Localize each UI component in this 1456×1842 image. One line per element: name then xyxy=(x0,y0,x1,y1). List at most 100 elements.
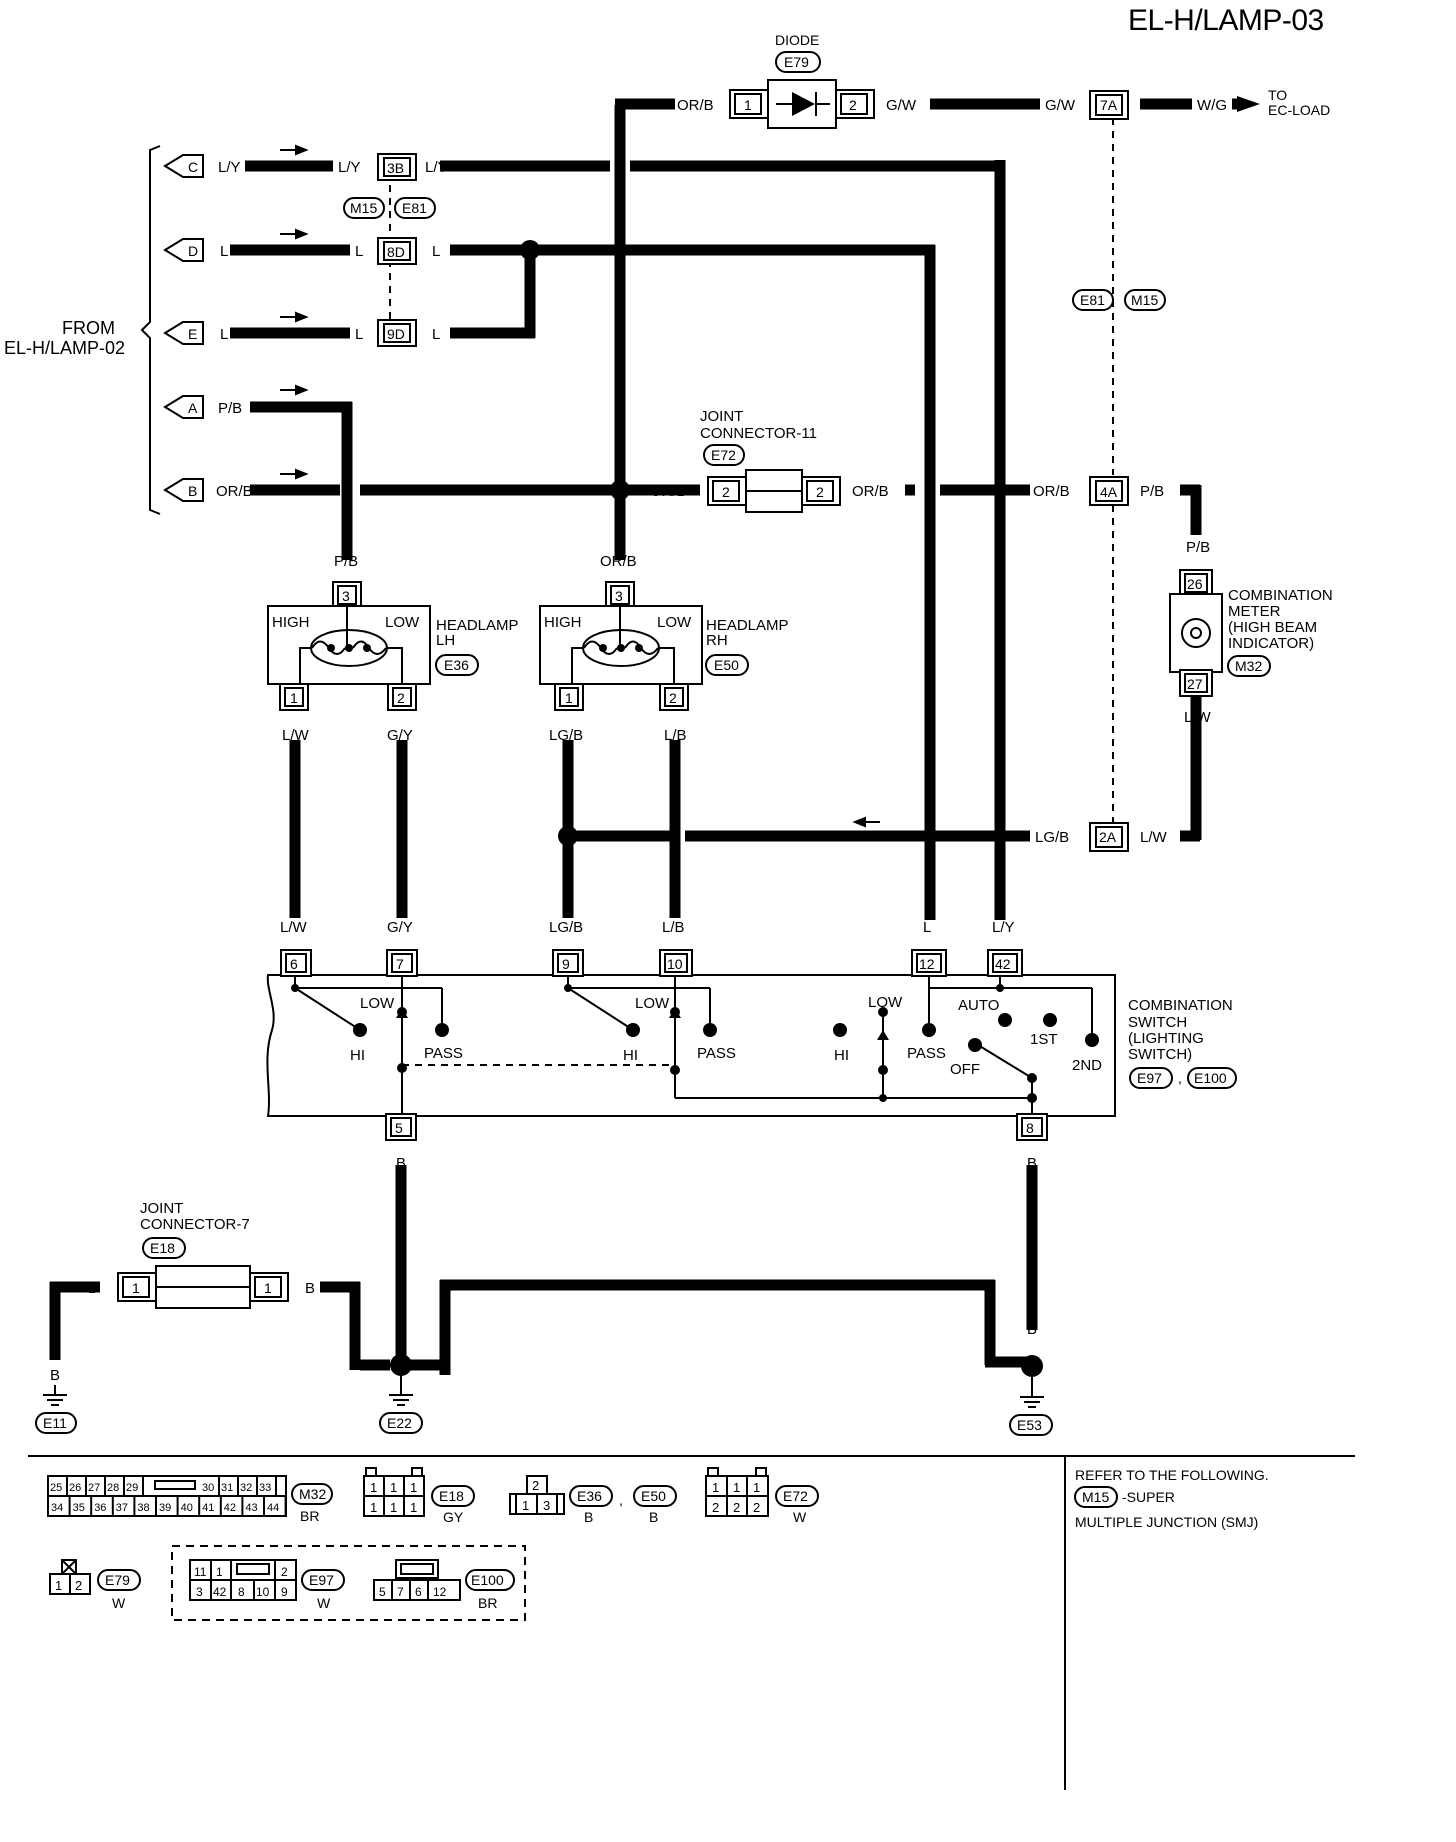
svg-text:G/Y: G/Y xyxy=(387,727,413,744)
smj-tags: M15 E81 xyxy=(343,197,436,219)
svg-text:B: B xyxy=(50,1367,60,1384)
svg-text:L/W: L/W xyxy=(280,919,308,936)
svg-text:L/Y: L/Y xyxy=(425,159,448,176)
smj-tags-right: E81 M15 xyxy=(1072,289,1166,311)
svg-text:L/Y: L/Y xyxy=(992,919,1015,936)
svg-text:2A: 2A xyxy=(1099,829,1117,845)
svg-text:2: 2 xyxy=(753,1500,760,1515)
m32-pin-label: 37 xyxy=(116,1502,128,1514)
to-load-arrow-icon xyxy=(1237,96,1260,112)
connector-8d: 8D L L xyxy=(355,237,440,265)
svg-text:JOINT: JOINT xyxy=(700,408,743,425)
svg-text:PASS: PASS xyxy=(697,1045,736,1062)
input-d-wire-label: L xyxy=(220,243,228,260)
svg-text:2: 2 xyxy=(712,1500,719,1515)
svg-text:9: 9 xyxy=(562,956,570,972)
svg-text:(LIGHTING: (LIGHTING xyxy=(1128,1030,1204,1047)
m32-pin-label: 38 xyxy=(137,1502,149,1514)
ground-e11: E11 xyxy=(35,1385,77,1434)
svg-text:AUTO: AUTO xyxy=(958,997,999,1014)
svg-text:E72: E72 xyxy=(711,447,736,463)
svg-text:1: 1 xyxy=(55,1578,62,1593)
svg-text:HI: HI xyxy=(834,1047,849,1064)
svg-text:E97: E97 xyxy=(1137,1070,1162,1086)
svg-text:1: 1 xyxy=(744,97,752,113)
svg-text:METER: METER xyxy=(1228,603,1281,620)
connector-7a: G/W 7A W/G TO EC-LOAD xyxy=(1045,87,1330,120)
svg-text:L: L xyxy=(432,243,440,260)
input-d: D L xyxy=(163,238,228,262)
svg-text:LOW: LOW xyxy=(868,994,903,1011)
svg-text:LG/B: LG/B xyxy=(1035,829,1069,846)
svg-text:PASS: PASS xyxy=(907,1045,946,1062)
joint-connector-11: JOINT CONNECTOR-11 E72 OR/B 2 2 OR/B xyxy=(650,408,889,513)
connector-2a: LG/B 2A L/W xyxy=(1035,822,1168,852)
input-a-arrow-icon xyxy=(163,395,204,419)
joint-connector-7: JOINT CONNECTOR-7 E18 B 1 1 B xyxy=(88,1200,315,1309)
svg-text:OR/B: OR/B xyxy=(852,483,889,500)
svg-text:W: W xyxy=(793,1509,807,1525)
svg-text:1: 1 xyxy=(753,1480,760,1495)
svg-text:3: 3 xyxy=(342,588,350,604)
svg-text:E100: E100 xyxy=(471,1572,504,1588)
svg-text:1: 1 xyxy=(370,1500,377,1515)
svg-text:B: B xyxy=(440,1321,450,1338)
legend-e79: 1 2 E79 W xyxy=(49,1559,141,1611)
legend-refer-note: REFER TO THE FOLLOWING. M15 -SUPER MULTI… xyxy=(1074,1467,1269,1530)
svg-text:11: 11 xyxy=(194,1565,207,1579)
svg-text:8: 8 xyxy=(1026,1120,1034,1136)
m32-pin-label: 29 xyxy=(126,1482,138,1494)
svg-text:W: W xyxy=(112,1595,126,1611)
svg-text:B: B xyxy=(88,1280,98,1297)
ground-e53: E53 xyxy=(1009,1377,1053,1436)
svg-text:COMBINATION: COMBINATION xyxy=(1228,587,1333,604)
svg-text:,: , xyxy=(619,1492,623,1508)
svg-text:,: , xyxy=(1178,1070,1182,1086)
combination-switch: L/W G/Y LG/B L/B L L/Y 6 7 9 10 12 42 xyxy=(266,919,1237,1172)
svg-text:E97: E97 xyxy=(309,1572,334,1588)
svg-text:L: L xyxy=(923,919,931,936)
svg-text:12: 12 xyxy=(919,956,935,972)
svg-text:27: 27 xyxy=(1187,676,1203,692)
ground-e22: E22 xyxy=(379,1376,423,1434)
input-e-letter: E xyxy=(188,326,197,342)
svg-text:26: 26 xyxy=(1187,576,1203,592)
svg-text:2: 2 xyxy=(397,690,405,706)
from-bracket xyxy=(140,145,161,515)
svg-text:5: 5 xyxy=(379,1585,386,1599)
svg-text:BR: BR xyxy=(478,1595,497,1611)
svg-text:E36: E36 xyxy=(577,1488,602,1504)
svg-text:PASS: PASS xyxy=(424,1045,463,1062)
svg-text:1: 1 xyxy=(410,1500,417,1515)
svg-text:P/B: P/B xyxy=(1140,483,1164,500)
svg-text:-SUPER: -SUPER xyxy=(1122,1489,1175,1505)
input-c: C L/Y xyxy=(163,154,241,178)
svg-text:JOINT: JOINT xyxy=(140,1200,183,1217)
svg-text:L/B: L/B xyxy=(664,727,687,744)
svg-text:E53: E53 xyxy=(1017,1417,1042,1433)
svg-text:E36: E36 xyxy=(444,657,469,673)
svg-text:1: 1 xyxy=(733,1480,740,1495)
svg-text:7: 7 xyxy=(397,1585,404,1599)
svg-text:(HIGH BEAM: (HIGH BEAM xyxy=(1228,619,1317,636)
svg-text:9: 9 xyxy=(281,1585,288,1599)
from-block: FROM EL-H/LAMP-02 xyxy=(4,145,161,515)
svg-text:2: 2 xyxy=(532,1478,539,1493)
svg-text:2: 2 xyxy=(722,484,730,500)
svg-text:REFER TO THE FOLLOWING.: REFER TO THE FOLLOWING. xyxy=(1075,1467,1269,1483)
svg-text:8: 8 xyxy=(238,1585,245,1599)
input-d-arrow-icon xyxy=(163,238,204,262)
from-source-label: EL-H/LAMP-02 xyxy=(4,338,125,358)
svg-text:3: 3 xyxy=(615,588,623,604)
svg-text:5: 5 xyxy=(395,1120,403,1136)
svg-text:2: 2 xyxy=(849,97,857,113)
svg-text:HEADLAMP: HEADLAMP xyxy=(436,617,519,634)
connector-4a: OR/B 4A P/B xyxy=(1033,476,1164,506)
svg-text:2: 2 xyxy=(281,1565,288,1579)
svg-text:LG/B: LG/B xyxy=(549,919,583,936)
m32-pin-label: 26 xyxy=(69,1482,81,1494)
svg-text:M32: M32 xyxy=(1235,658,1262,674)
combination-meter: P/B 26 COMBINATION METER (HIGH BEAM INDI… xyxy=(1169,539,1333,726)
